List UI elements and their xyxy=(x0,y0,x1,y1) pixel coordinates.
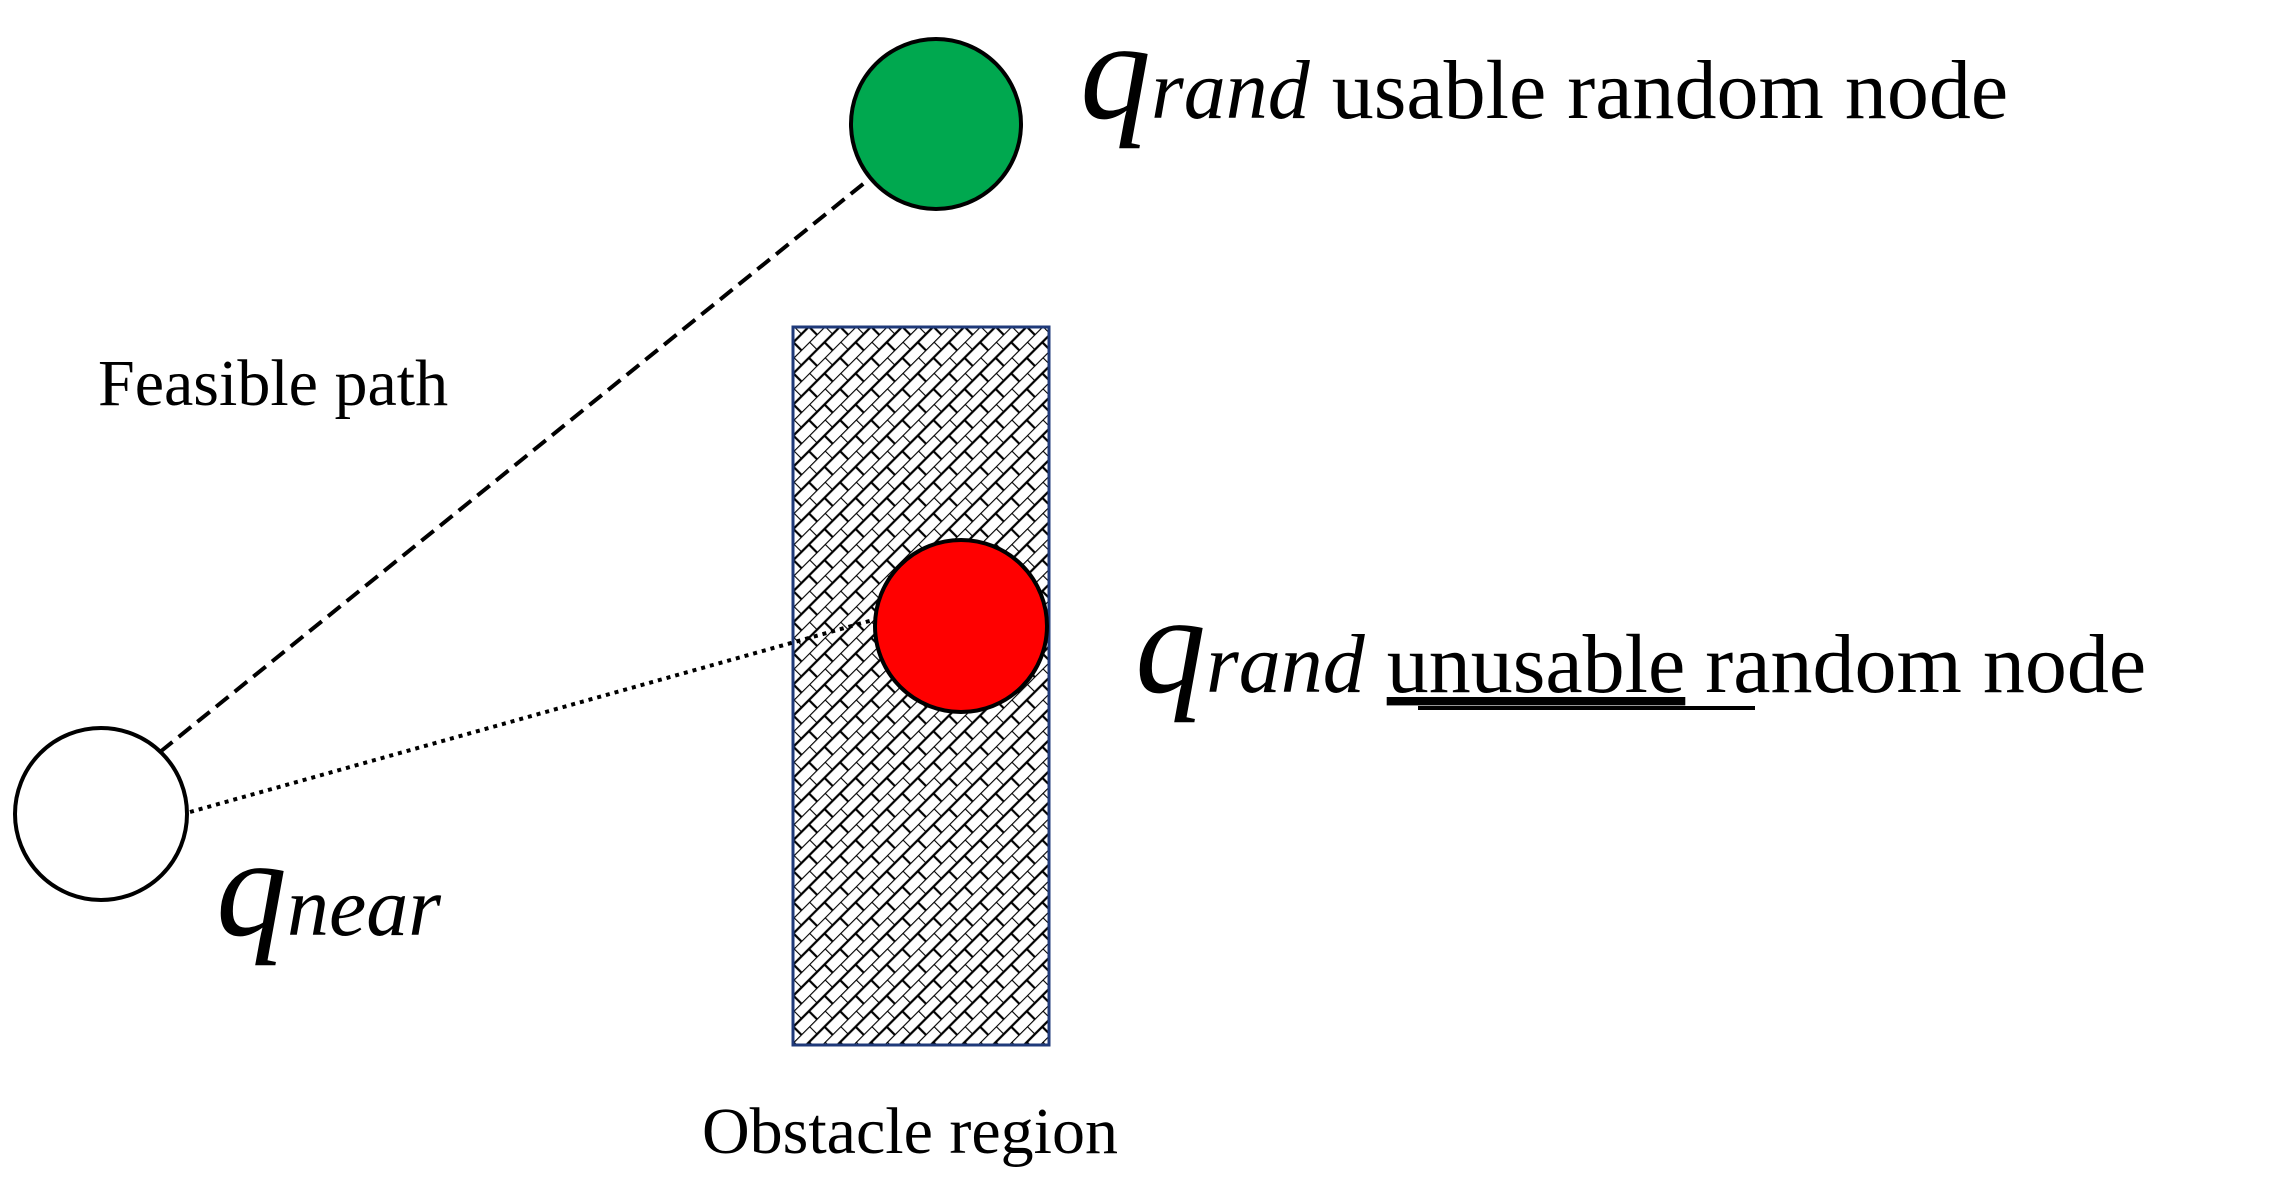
q-near-symbol: q xyxy=(216,808,287,966)
q-rand-unusable-symbol: q xyxy=(1135,565,1206,723)
q-rand-unusable-description: random node xyxy=(1705,618,2146,711)
unusable-random-node xyxy=(873,538,1049,714)
feasible-path-label: Feasible path xyxy=(98,347,448,420)
near-node xyxy=(13,726,189,902)
usable-random-node xyxy=(849,37,1023,211)
obstacle-region-label: Obstacle region xyxy=(702,1095,1118,1168)
q-rand-unusable-subscript: rand xyxy=(1206,618,1366,711)
feasible-path-line xyxy=(158,178,870,754)
q-rand-unusable-underlined-word: unusable xyxy=(1387,618,1686,711)
q-rand-usable-symbol: q xyxy=(1080,0,1151,149)
q-rand-usable-subscript: rand xyxy=(1151,44,1311,137)
q-near-subscript: near xyxy=(287,861,441,954)
q-near-label: qnear xyxy=(216,808,441,966)
blocked-path-line xyxy=(189,616,881,814)
q-rand-usable-description: usable random node xyxy=(1332,44,2008,137)
